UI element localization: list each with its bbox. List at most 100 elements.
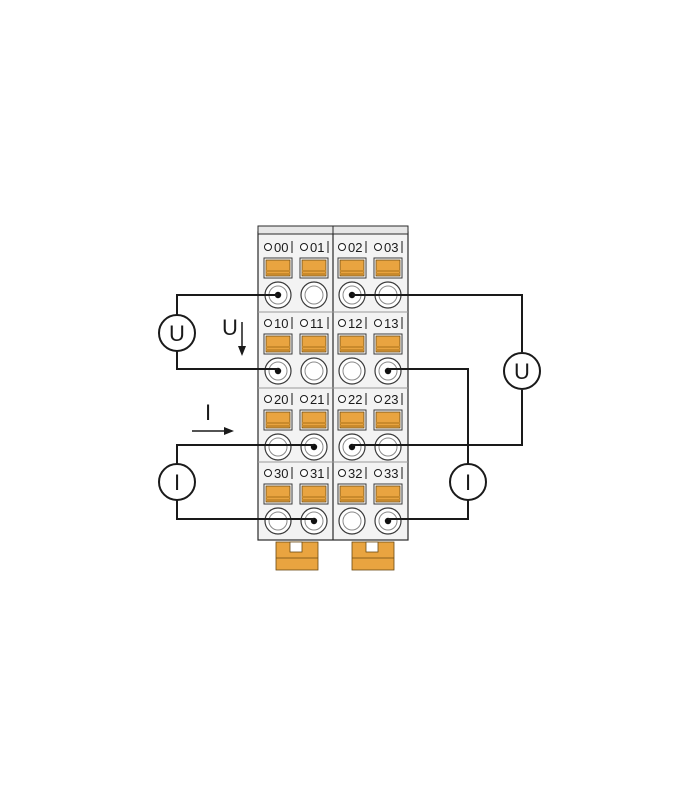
terminal-marker-icon xyxy=(338,395,346,403)
terminal-20: 20 xyxy=(263,392,293,461)
module-top-cap xyxy=(332,225,409,235)
voltmeter-symbol xyxy=(503,352,541,390)
lever-ridge xyxy=(376,499,400,501)
terminal-label: 32 xyxy=(348,466,362,481)
wire-entry-inner xyxy=(342,361,362,381)
voltmeter-symbol xyxy=(158,314,196,352)
lever-ridge xyxy=(340,346,364,348)
lever-ridge xyxy=(376,422,400,424)
wire-entry-inner xyxy=(304,511,324,531)
right-voltage-label: U xyxy=(514,359,530,384)
terminal-marker-icon xyxy=(374,395,382,403)
terminal-marker-icon xyxy=(264,319,272,327)
lever-ridge xyxy=(340,270,364,272)
lever-ridge xyxy=(302,349,326,351)
terminal-marker-icon xyxy=(374,469,382,477)
wire-entry-inner xyxy=(342,511,362,531)
terminal-label: 01 xyxy=(310,240,324,255)
terminal-10: 10 xyxy=(263,316,293,385)
lever-ridge xyxy=(376,270,400,272)
terminal-12: 12 xyxy=(337,316,367,385)
lever-ridge xyxy=(340,425,364,427)
terminal-marker-icon xyxy=(300,319,308,327)
terminal-33: 33 xyxy=(373,466,403,535)
wire-entry-inner xyxy=(378,437,398,457)
arrow-down-icon xyxy=(238,346,246,356)
wire-entry-inner xyxy=(304,437,324,457)
lever-ridge xyxy=(376,496,400,498)
lever-ridge xyxy=(340,499,364,501)
terminal-marker-icon xyxy=(374,319,382,327)
lever-ridge xyxy=(302,499,326,501)
wire-entry-inner xyxy=(268,361,288,381)
wire-left-current-bottom xyxy=(176,500,314,520)
terminal-13: 13 xyxy=(373,316,403,385)
terminal-label: 21 xyxy=(310,392,324,407)
wire-entry-inner xyxy=(304,285,324,305)
terminal-03: 03 xyxy=(373,240,403,309)
terminal-marker-icon xyxy=(374,243,382,251)
wire-left-voltage-bottom xyxy=(176,350,278,370)
terminal-label: 00 xyxy=(274,240,288,255)
lever-ridge xyxy=(266,273,290,275)
arrow-right-icon xyxy=(224,427,234,435)
wire-entry-inner xyxy=(268,437,288,457)
terminal-label: 13 xyxy=(384,316,398,331)
mounting-feet xyxy=(275,541,395,571)
current-direction-annotation: I xyxy=(192,400,234,435)
wire-right-current-bottom xyxy=(388,500,469,520)
lever-ridge xyxy=(302,422,326,424)
terminal-31: 31 xyxy=(299,466,329,535)
lever-ridge xyxy=(266,425,290,427)
right-current-label: I xyxy=(465,470,471,495)
wire-entry-inner xyxy=(304,361,324,381)
wire-right-current-top xyxy=(388,368,469,464)
terminal-marker-icon xyxy=(300,395,308,403)
left-voltage-meter: U xyxy=(158,314,196,352)
module-top-cap xyxy=(257,225,334,235)
lever-ridge xyxy=(340,496,364,498)
terminal-label: 31 xyxy=(310,466,324,481)
terminal-marker-icon xyxy=(300,243,308,251)
terminal-23: 23 xyxy=(373,392,403,461)
lever-ridge xyxy=(376,349,400,351)
terminal-marker-icon xyxy=(338,243,346,251)
lever-ridge xyxy=(266,499,290,501)
terminal-label: 11 xyxy=(310,316,324,331)
terminal-marker-icon xyxy=(264,469,272,477)
lever-ridge xyxy=(340,273,364,275)
lever-ridge xyxy=(302,270,326,272)
terminal-30: 30 xyxy=(263,466,293,535)
wire-entry-inner xyxy=(268,511,288,531)
lever-ridge xyxy=(376,346,400,348)
ammeter-symbol xyxy=(449,463,487,501)
left-current-label: I xyxy=(174,470,180,495)
left-voltage-label: U xyxy=(169,321,185,346)
terminal-marker-icon xyxy=(264,243,272,251)
lever-ridge xyxy=(266,270,290,272)
terminal-22: 22 xyxy=(337,392,367,461)
terminal-label: 03 xyxy=(384,240,398,255)
terminal-01: 01 xyxy=(299,240,329,309)
terminal-label: 10 xyxy=(274,316,288,331)
lever-ridge xyxy=(340,349,364,351)
terminal-label: 23 xyxy=(384,392,398,407)
foot-notch xyxy=(365,541,379,553)
terminal-rows: 00 01 02 03 10 11 12 13 20 21 22 23 30 31 32 33 xyxy=(263,240,403,535)
lever-ridge xyxy=(266,422,290,424)
terminal-label: 12 xyxy=(348,316,362,331)
lever-ridge xyxy=(376,425,400,427)
ammeter-symbol xyxy=(158,463,196,501)
terminal-02: 02 xyxy=(337,240,367,309)
terminal-label: 20 xyxy=(274,392,288,407)
terminal-marker-icon xyxy=(264,395,272,403)
lever-ridge xyxy=(376,273,400,275)
lever-ridge xyxy=(266,496,290,498)
lever-ridge xyxy=(302,346,326,348)
right-voltage-meter: U xyxy=(503,352,541,390)
foot-notch xyxy=(289,541,303,553)
wire-entry-inner xyxy=(342,437,362,457)
terminal-marker-icon xyxy=(300,469,308,477)
terminal-32: 32 xyxy=(337,466,367,535)
left-current-meter: I xyxy=(158,463,196,501)
